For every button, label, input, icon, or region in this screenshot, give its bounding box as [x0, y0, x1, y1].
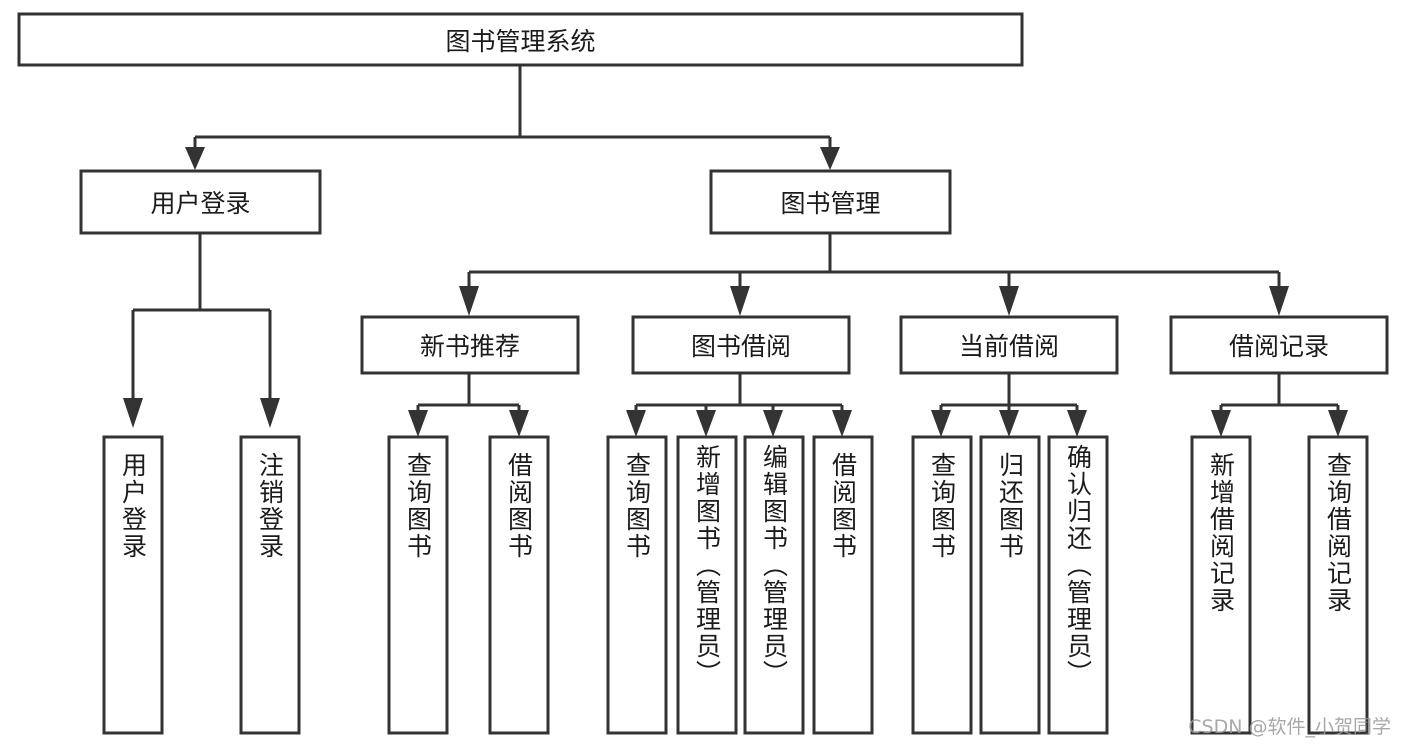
arrow-new-book-leaf-1 — [408, 410, 428, 437]
arrow-to-current-borrow — [999, 286, 1019, 316]
leaf-box-book-borrow-4[interactable] — [812, 435, 874, 735]
leaf-box-book-borrow-3[interactable] — [743, 435, 805, 735]
node-user-login-box[interactable] — [79, 169, 322, 235]
arrow-current-borrow-leaf-3 — [1067, 410, 1087, 437]
watermark-text: CSDN @软件_小贺同学 — [1188, 716, 1391, 738]
leaf-box-current-borrow-1[interactable] — [911, 435, 973, 735]
arrow-to-user-login — [185, 147, 205, 170]
leaf-box-borrow-record-1[interactable] — [1190, 435, 1252, 735]
leaf-box-new-book-2[interactable] — [488, 435, 550, 735]
leaf-box-user-login-1[interactable] — [102, 435, 164, 735]
arrow-new-book-leaf-2 — [509, 410, 529, 437]
leaf-box-current-borrow-2[interactable] — [979, 435, 1041, 735]
node-book-borrow-box[interactable] — [631, 315, 851, 375]
arrow-book-borrow-leaf-1 — [626, 410, 646, 437]
node-borrow-record-box[interactable] — [1169, 315, 1389, 375]
arrow-current-borrow-leaf-1 — [931, 410, 951, 437]
arrow-current-borrow-leaf-2 — [999, 410, 1019, 437]
arrow-user-login-leaf-1 — [123, 398, 143, 428]
leaf-box-user-login-2[interactable] — [239, 435, 301, 735]
node-book-manage-box[interactable] — [709, 169, 952, 235]
leaf-box-borrow-record-2[interactable] — [1307, 435, 1369, 735]
arrow-to-borrow-record — [1269, 286, 1289, 316]
leaf-box-book-borrow-1[interactable] — [606, 435, 668, 735]
node-current-borrow-box[interactable] — [899, 315, 1119, 375]
node-root-box[interactable] — [17, 12, 1024, 67]
node-new-book-box[interactable] — [360, 315, 580, 375]
arrow-book-borrow-leaf-3 — [763, 410, 783, 437]
arrow-borrow-record-leaf-2 — [1328, 410, 1348, 437]
arrow-user-login-leaf-2 — [260, 398, 280, 428]
leaf-box-current-borrow-3[interactable] — [1047, 435, 1109, 735]
arrow-to-book-borrow — [730, 286, 750, 316]
arrow-borrow-record-leaf-1 — [1211, 410, 1231, 437]
arrow-to-book-manage — [820, 147, 840, 170]
leaf-box-book-borrow-2[interactable] — [676, 435, 738, 735]
arrow-book-borrow-leaf-4 — [832, 410, 852, 437]
arrow-book-borrow-leaf-2 — [696, 410, 716, 437]
leaf-box-new-book-1[interactable] — [387, 435, 449, 735]
arrow-to-new-book — [459, 286, 479, 316]
